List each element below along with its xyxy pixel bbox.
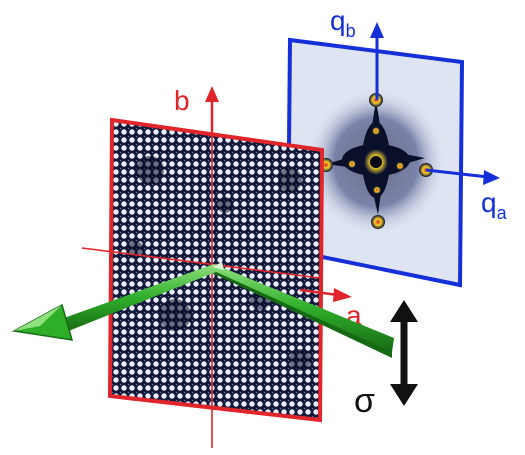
qa-axis-arrow: [425, 168, 500, 185]
qb-axis-arrow: [370, 22, 384, 100]
stress-arrow: [390, 300, 418, 406]
b-axis-arrow: [205, 86, 219, 136]
incident-beam: [210, 264, 394, 358]
b-axis-label: b: [174, 85, 190, 116]
beam-vertex: [212, 262, 224, 270]
qb-axis-label: qb: [330, 5, 356, 41]
a-axis-arrow: [299, 288, 352, 302]
diffraction-panel: [285, 37, 465, 288]
scattered-beam-arrow: [11, 264, 216, 341]
sigma-label: σ: [354, 382, 375, 420]
qa-axis-label: qa: [481, 187, 508, 223]
crosshair: [81, 112, 321, 448]
diffraction-pattern: [306, 88, 446, 236]
